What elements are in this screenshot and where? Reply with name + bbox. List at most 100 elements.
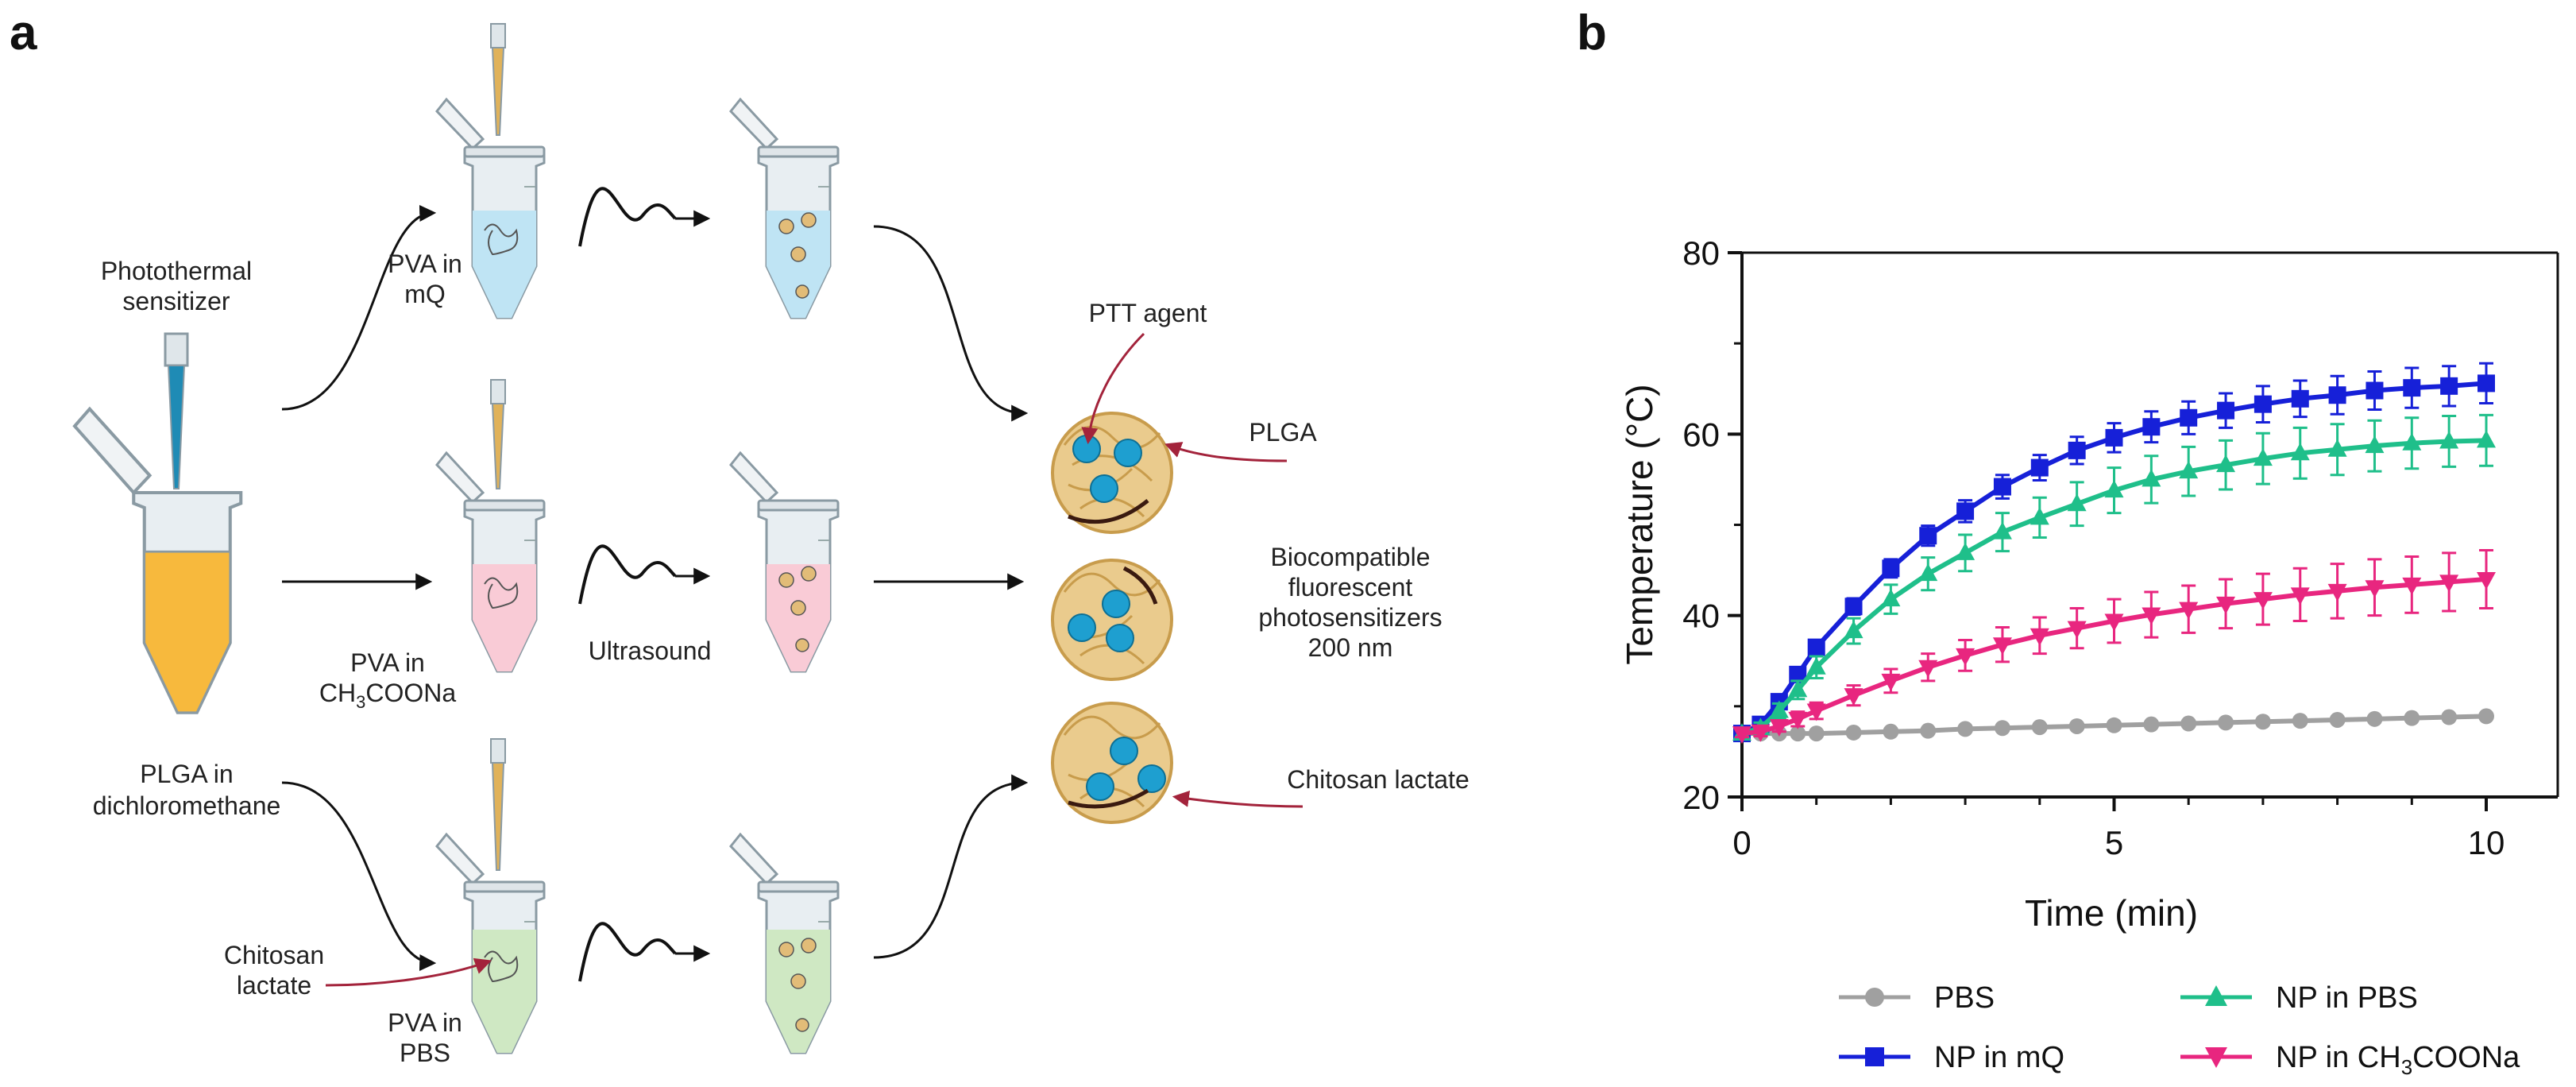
- x-axis-label: Time (min): [2025, 892, 2198, 934]
- pipette-icon: [164, 332, 189, 489]
- legend-label-np-pbs: NP in PBS: [2276, 981, 2418, 1015]
- x-tick-label: 0: [1732, 824, 1751, 861]
- plga-tube-icon: [72, 406, 243, 714]
- tube-bot-label-2: PBS: [400, 1039, 450, 1067]
- data-point: [2439, 574, 2459, 593]
- legend-item-np-mq: NP in mQ: [1839, 1041, 2064, 1074]
- bio-label-4: 200 nm: [1308, 633, 1393, 662]
- mq-tube-icon: [435, 98, 546, 319]
- data-point: [2179, 602, 2199, 620]
- series-layer: [1732, 362, 2496, 745]
- photothermal-label-1: Photothermal: [101, 257, 252, 285]
- data-point: [2365, 580, 2385, 598]
- data-point: [2067, 621, 2087, 639]
- data-point: [2143, 716, 2160, 733]
- data-point: [2216, 596, 2236, 614]
- data-point: [1918, 660, 1938, 678]
- data-point: [2068, 441, 2086, 459]
- tube-mid-label-1: PVA in: [350, 648, 425, 677]
- ch3coona-nanoparticle-tube-icon: [729, 451, 840, 673]
- data-point: [2366, 710, 2383, 727]
- data-point: [2031, 719, 2048, 736]
- x-tick-label: 5: [2105, 824, 2123, 861]
- data-point: [1992, 521, 2012, 540]
- series-pbs: [1734, 708, 2494, 742]
- legend-item-np-ch3coona: NP in CH3COONa: [2180, 1041, 2520, 1079]
- arrow-pbs-to-particle: [873, 774, 1029, 959]
- data-point: [1918, 563, 1938, 582]
- data-point: [2478, 374, 2495, 393]
- plga-label-2: dichloromethane: [93, 791, 281, 820]
- tube-top-label-2: mQ: [404, 280, 446, 308]
- data-point: [1806, 656, 1826, 675]
- nanoparticle-bot-icon: [1051, 702, 1173, 824]
- data-point: [2402, 577, 2422, 595]
- data-point: [2106, 717, 2122, 733]
- data-point: [1808, 725, 1825, 742]
- ultrasound-wave-bot: [578, 922, 711, 982]
- data-point: [2439, 431, 2459, 449]
- chitosan-left-arrow: [325, 957, 492, 987]
- ptt-agent-arrow: [1081, 332, 1145, 445]
- data-point: [2327, 583, 2347, 602]
- data-point: [1994, 720, 2010, 737]
- ch3coona-tube-icon: [435, 451, 546, 673]
- photothermal-label-2: sensitizer: [122, 287, 230, 315]
- data-point: [2290, 587, 2310, 605]
- data-point: [1806, 703, 1826, 721]
- panel-a: a Photothermal sensitizer PLGA in dichlo…: [10, 6, 1470, 1067]
- pbs-nanoparticle-tube-icon: [729, 833, 840, 1054]
- data-point: [2404, 710, 2420, 726]
- data-point: [2440, 377, 2458, 395]
- data-point: [2328, 386, 2346, 404]
- data-point: [2478, 708, 2494, 725]
- legend-label-np-mq: NP in mQ: [1934, 1041, 2064, 1074]
- data-point: [2402, 432, 2422, 451]
- data-point: [1807, 638, 1825, 656]
- data-point: [1956, 648, 1975, 666]
- bio-label-3: photosensitizers: [1258, 603, 1442, 632]
- y-tick-label: 60: [1682, 416, 1720, 453]
- panel-b-letter: b: [1577, 6, 1607, 60]
- data-point: [1956, 542, 1975, 560]
- data-point: [2292, 713, 2308, 729]
- arrow-mq-to-particle: [873, 225, 1029, 422]
- chart-legend: PBS NP in mQ NP in PBS NP in CH3COONa: [1839, 981, 2520, 1079]
- data-point: [2254, 395, 2272, 413]
- data-point: [1844, 688, 1863, 706]
- x-tick-label: 10: [2468, 824, 2505, 861]
- data-point: [1992, 637, 2012, 656]
- data-point: [2477, 572, 2496, 590]
- data-point: [2365, 435, 2385, 454]
- data-point: [2477, 430, 2496, 448]
- nanoparticle-mid-icon: [1051, 559, 1173, 681]
- data-point: [1769, 700, 1789, 718]
- data-point: [2030, 458, 2049, 477]
- ultrasound-wave-mid: [578, 544, 711, 605]
- data-point: [2067, 493, 2087, 512]
- legend-item-pbs: PBS: [1839, 981, 1995, 1015]
- data-point: [1845, 724, 1862, 741]
- ultrasound-wave-top: [578, 187, 711, 247]
- legend-label-pbs: PBS: [1934, 981, 1995, 1015]
- data-point: [1882, 559, 1900, 578]
- data-point: [2142, 418, 2161, 436]
- data-point: [2254, 714, 2271, 730]
- data-point: [2327, 439, 2347, 457]
- data-point: [1993, 478, 2011, 496]
- data-point: [2441, 709, 2458, 725]
- y-tick-label: 20: [1682, 779, 1720, 816]
- pipette-mid-icon: [490, 379, 506, 489]
- data-point: [1844, 598, 1863, 616]
- data-point: [1769, 718, 1789, 737]
- arrow-to-mq: [281, 205, 437, 411]
- data-point: [1789, 665, 1807, 683]
- y-tick-label: 40: [1682, 598, 1720, 635]
- plga-particle-arrow: [1164, 442, 1288, 462]
- data-point: [1881, 589, 1901, 607]
- data-point: [1751, 724, 1771, 742]
- ptt-agent-label: PTT agent: [1089, 299, 1207, 327]
- data-point: [2291, 389, 2309, 408]
- chitosan-right-arrow: [1172, 790, 1303, 808]
